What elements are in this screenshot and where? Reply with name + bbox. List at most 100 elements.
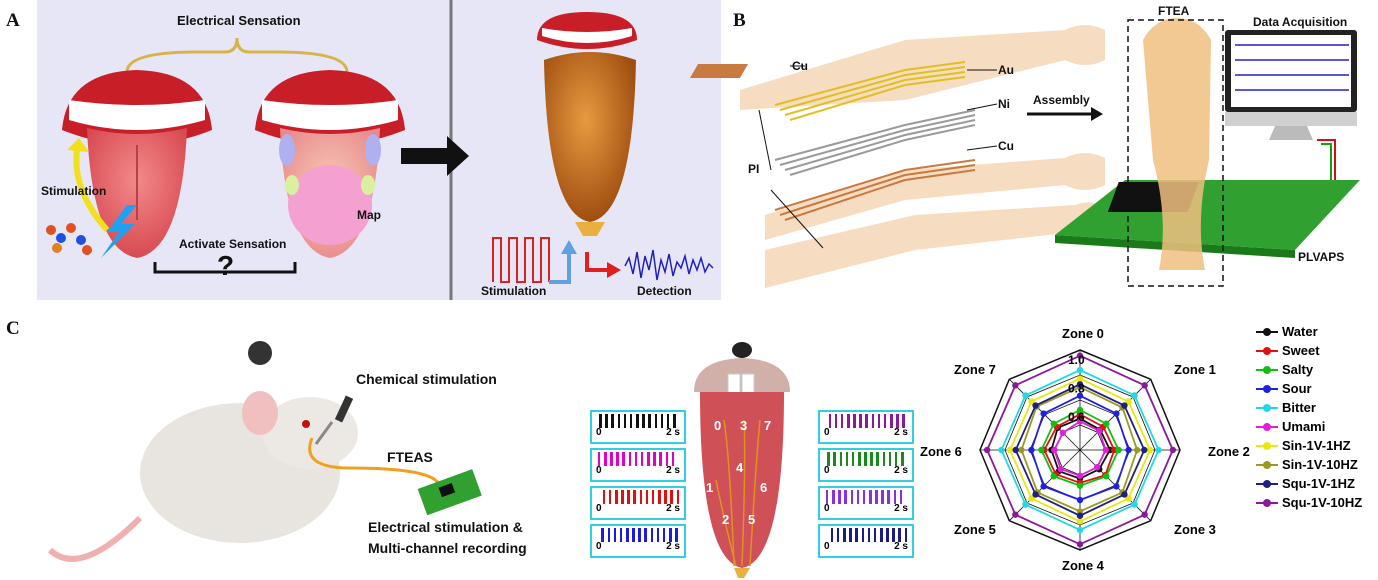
legend-label: Sweet [1282, 343, 1320, 358]
radar-point-Salty [1103, 420, 1110, 427]
raster-box-left-0: 0 2 s [590, 410, 686, 444]
legend-swatch [1256, 460, 1278, 469]
ni-label: Ni [998, 97, 1010, 111]
legend-label: Bitter [1282, 400, 1316, 415]
detection-label: Detection [637, 284, 692, 298]
radar-point-Salty [1103, 473, 1110, 480]
radar-point-Squ-1V-10HZ [1012, 382, 1019, 389]
radar-point-Squ-1V-1HZ [1032, 402, 1039, 409]
cu-pad-strip [689, 64, 749, 78]
legend-swatch [1256, 422, 1278, 431]
legend-item: Water [1256, 322, 1376, 341]
radar-point-Squ-1V-1HZ [1012, 446, 1019, 454]
pcb-board [1055, 180, 1360, 258]
raster-end: 2 s [666, 427, 680, 438]
raster-zero: 0 [596, 541, 602, 552]
radar-point-Squ-1V-10HZ [1076, 541, 1084, 548]
raster-spikes [826, 490, 906, 504]
legend-label: Sin-1V-1HZ [1282, 438, 1351, 453]
radar-point-Squ-1V-1HZ [1121, 402, 1128, 409]
legend-item: Squ-1V-10HZ [1256, 493, 1376, 512]
radar-point-Salty [1076, 482, 1084, 489]
cu-bottom-label: Cu [998, 139, 1014, 153]
legend-item: Sour [1256, 379, 1376, 398]
panel-c-art [47, 341, 482, 562]
raster-zero: 0 [824, 541, 830, 552]
big-arrow [401, 136, 469, 176]
radar-point-Squ-1V-10HZ [983, 446, 991, 454]
radar-axis-label: Zone 2 [1208, 444, 1250, 459]
radar-point-Sour [1076, 496, 1084, 504]
raster-end: 2 s [894, 465, 908, 476]
raster-spikes [598, 414, 678, 428]
radar-axis-label: Zone 3 [1174, 522, 1216, 537]
radar-axis-label: Zone 6 [920, 444, 962, 459]
legend-item: Umami [1256, 417, 1376, 436]
bottom-bracket [153, 262, 297, 274]
radar-point-Bitter [1076, 366, 1084, 374]
assembly-label: Assembly [1033, 93, 1090, 107]
activate-sensation-label: Activate Sensation [179, 237, 287, 251]
radar-point-Bitter [998, 446, 1005, 454]
stimulation-wave-label: Stimulation [481, 284, 547, 298]
tongue-device [537, 12, 637, 236]
radar-point-Umami [1095, 427, 1103, 435]
electrical-line1: Electrical stimulation & [368, 519, 523, 535]
electrode-number: 6 [760, 480, 768, 495]
radar-point-Umami [1093, 463, 1101, 471]
rat-tongue-art [694, 342, 790, 578]
radar-point-Squ-1V-10HZ [1012, 511, 1019, 518]
stimulation-arrow [73, 149, 110, 232]
lightning-icon [101, 205, 137, 258]
square-wave [492, 237, 550, 283]
radar-point-Squ-1V-1HZ [1076, 381, 1084, 388]
raster-spikes [598, 528, 678, 542]
raster-zero: 0 [596, 465, 602, 476]
raster-spikes [826, 528, 907, 542]
raster-zero: 0 [824, 427, 830, 438]
radar-point-Salty [1076, 406, 1084, 414]
raster-zero: 0 [596, 427, 602, 438]
radar-point-Sour [1028, 446, 1035, 454]
legend-item: Sin-1V-10HZ [1256, 455, 1376, 474]
rat-mouth [248, 341, 272, 365]
fteas-label: FTEAS [387, 449, 433, 465]
cu-bottom-leader [966, 145, 998, 151]
raster-zero: 0 [824, 465, 830, 476]
radar-point-Sin-1V-1HZ [1076, 518, 1084, 525]
radar-point-Salty [1050, 473, 1057, 480]
ni-traces [774, 109, 976, 176]
electrode-number: 1 [706, 480, 714, 495]
radar-axis-label: Zone 7 [954, 362, 996, 377]
radar-point-Bitter [1076, 526, 1084, 534]
radar-axis-label: Zone 0 [1062, 326, 1104, 341]
stimulation-label: Stimulation [41, 184, 107, 198]
radar-point-Sour [1113, 483, 1120, 490]
raster-box-right-1: 0 2 s [818, 448, 914, 482]
rat-face [694, 342, 790, 578]
pi-label: PI [748, 162, 760, 176]
map-label: Map [357, 208, 381, 222]
cu-traces [774, 159, 976, 221]
legend-swatch [1256, 384, 1278, 393]
radar-point-Bitter [1131, 501, 1138, 508]
electrode-number: 7 [764, 418, 772, 433]
mouse-icon [47, 391, 358, 562]
legend-label: Umami [1282, 419, 1326, 434]
legend-item: Salty [1256, 360, 1376, 379]
radar-axis-label: Zone 5 [954, 522, 996, 537]
panel-letter-c: C [6, 318, 20, 339]
legend-item: Bitter [1256, 398, 1376, 417]
legend-swatch [1256, 479, 1278, 488]
radar-point-Sin-1V-10HZ [1133, 446, 1141, 454]
electrical-sensation-label: Electrical Sensation [177, 13, 301, 28]
chemical-stimulation-label: Chemical stimulation [356, 371, 497, 387]
electrode-number: 2 [722, 512, 730, 527]
brace-shape [125, 37, 349, 73]
panel-letter-a: A [6, 10, 20, 31]
radar-point-Umami [1051, 446, 1058, 454]
radar-point-Salty [1050, 420, 1057, 427]
